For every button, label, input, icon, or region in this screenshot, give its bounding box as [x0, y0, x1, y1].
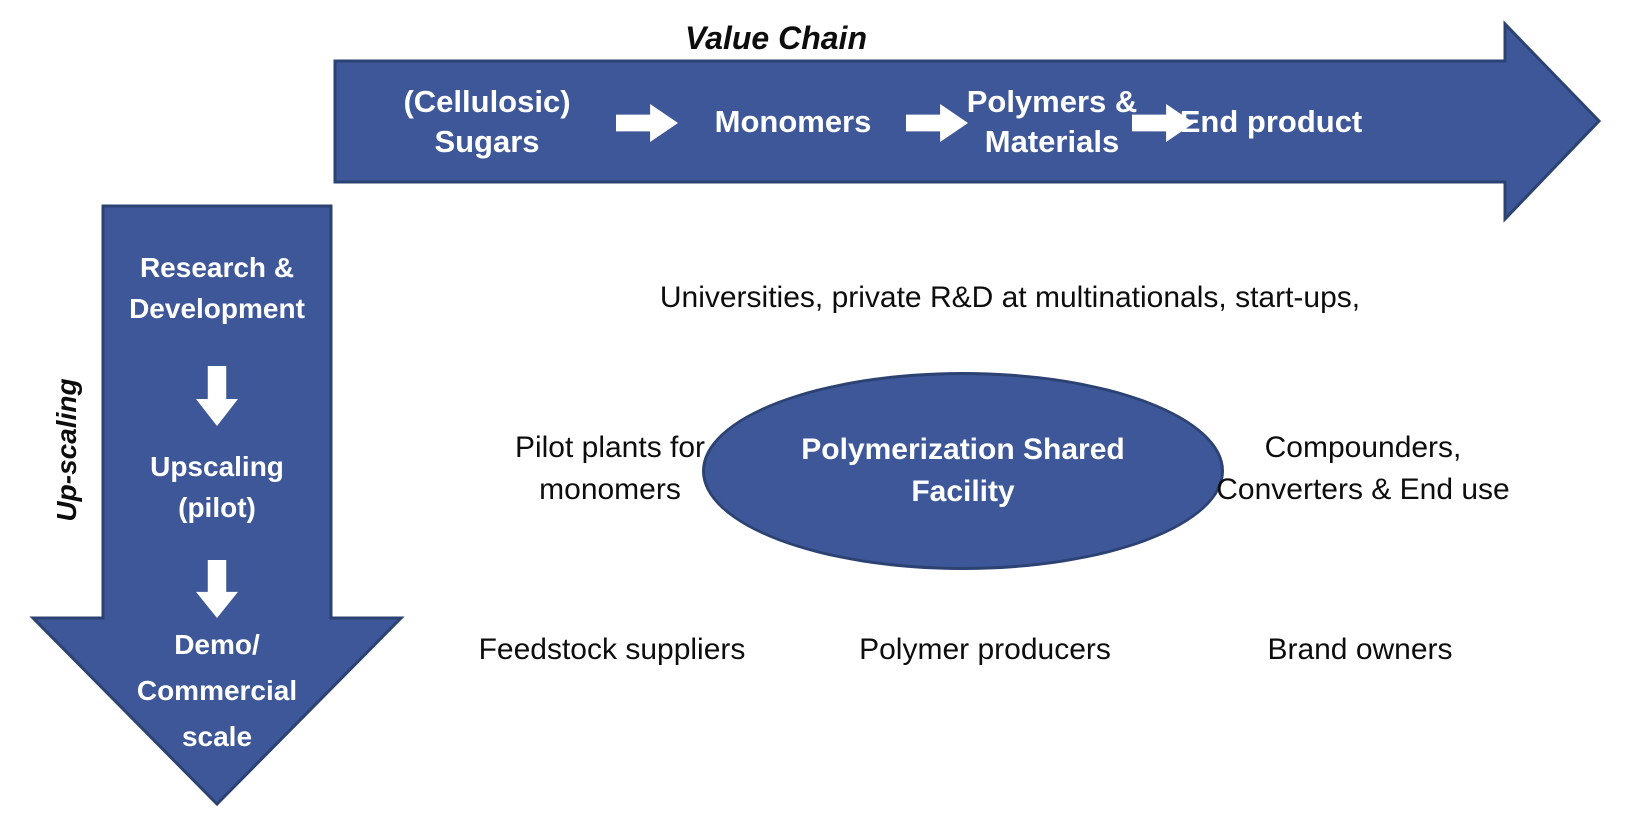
- upscaling-arrow-shape: [29, 204, 405, 807]
- value-chain-stage-cellulosic-sugars: (Cellulosic) Sugars: [403, 84, 571, 159]
- value-chain-arrow-shape: [333, 20, 1602, 223]
- research-row-actors: Universities, private R&D at multination…: [659, 281, 1361, 314]
- pilot-row-right-actors: Compounders, Converters & End use: [1216, 431, 1510, 506]
- upscaling-axis-label: Up-scaling: [51, 378, 82, 522]
- upscaling-stage-upscaling-pilot: Upscaling (pilot): [150, 451, 284, 523]
- polymerization-shared-facility-ellipse: Polymerization Shared Facility: [702, 372, 1224, 570]
- upscaling-stage-research-development: Research & Development: [129, 252, 305, 324]
- value-chain-stage-polymers-materials: Polymers & Materials: [966, 84, 1138, 159]
- pilot-row-left-actors: Pilot plants for monomers: [514, 431, 706, 506]
- commercial-row-brand-owners: Brand owners: [1267, 633, 1453, 666]
- upscaling-stage-demo-commercial: Demo/ Commercial scale: [136, 629, 298, 752]
- value-chain-stage-end-product: End product: [1179, 104, 1363, 139]
- value-chain-title: Value Chain: [685, 20, 867, 56]
- polymerization-shared-facility-label: Polymerization Shared Facility: [801, 433, 1125, 508]
- value-chain-stage-monomers: Monomers: [714, 104, 872, 139]
- commercial-row-feedstock-suppliers: Feedstock suppliers: [478, 633, 746, 666]
- commercial-row-polymer-producers: Polymer producers: [859, 633, 1111, 666]
